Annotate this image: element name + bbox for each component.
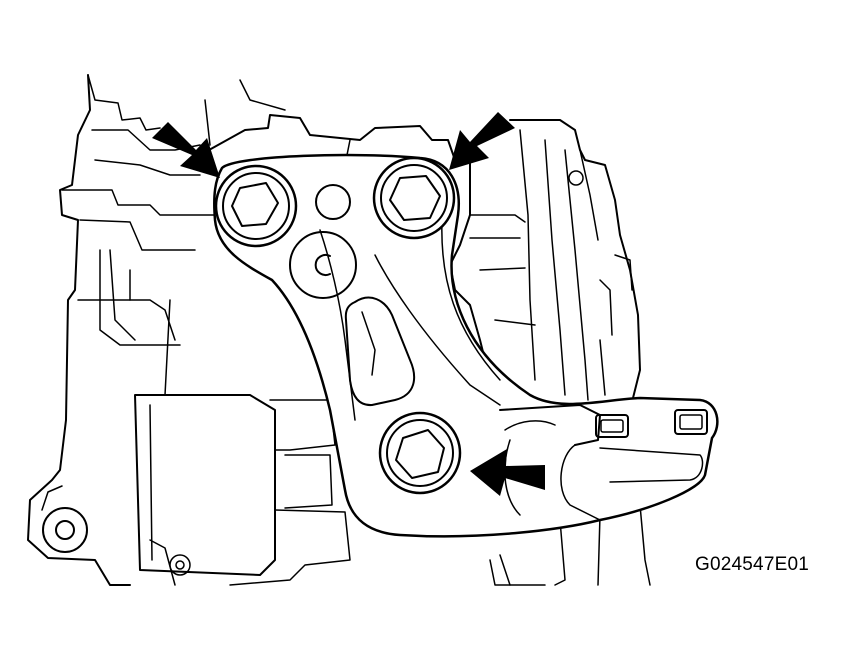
figure-code-label: G024547E01 bbox=[695, 554, 809, 575]
engine-mount-bracket bbox=[213, 153, 719, 538]
lower-bolt bbox=[378, 411, 462, 495]
arrow-upper-left-bolt bbox=[152, 122, 220, 178]
housing-background bbox=[27, 74, 651, 586]
upper-left-bolt bbox=[214, 164, 298, 248]
c-mark bbox=[314, 254, 331, 276]
arrow-lower-bolt bbox=[470, 449, 545, 496]
arrow-upper-right-bolt bbox=[449, 112, 515, 170]
upper-right-bolt bbox=[372, 156, 456, 240]
